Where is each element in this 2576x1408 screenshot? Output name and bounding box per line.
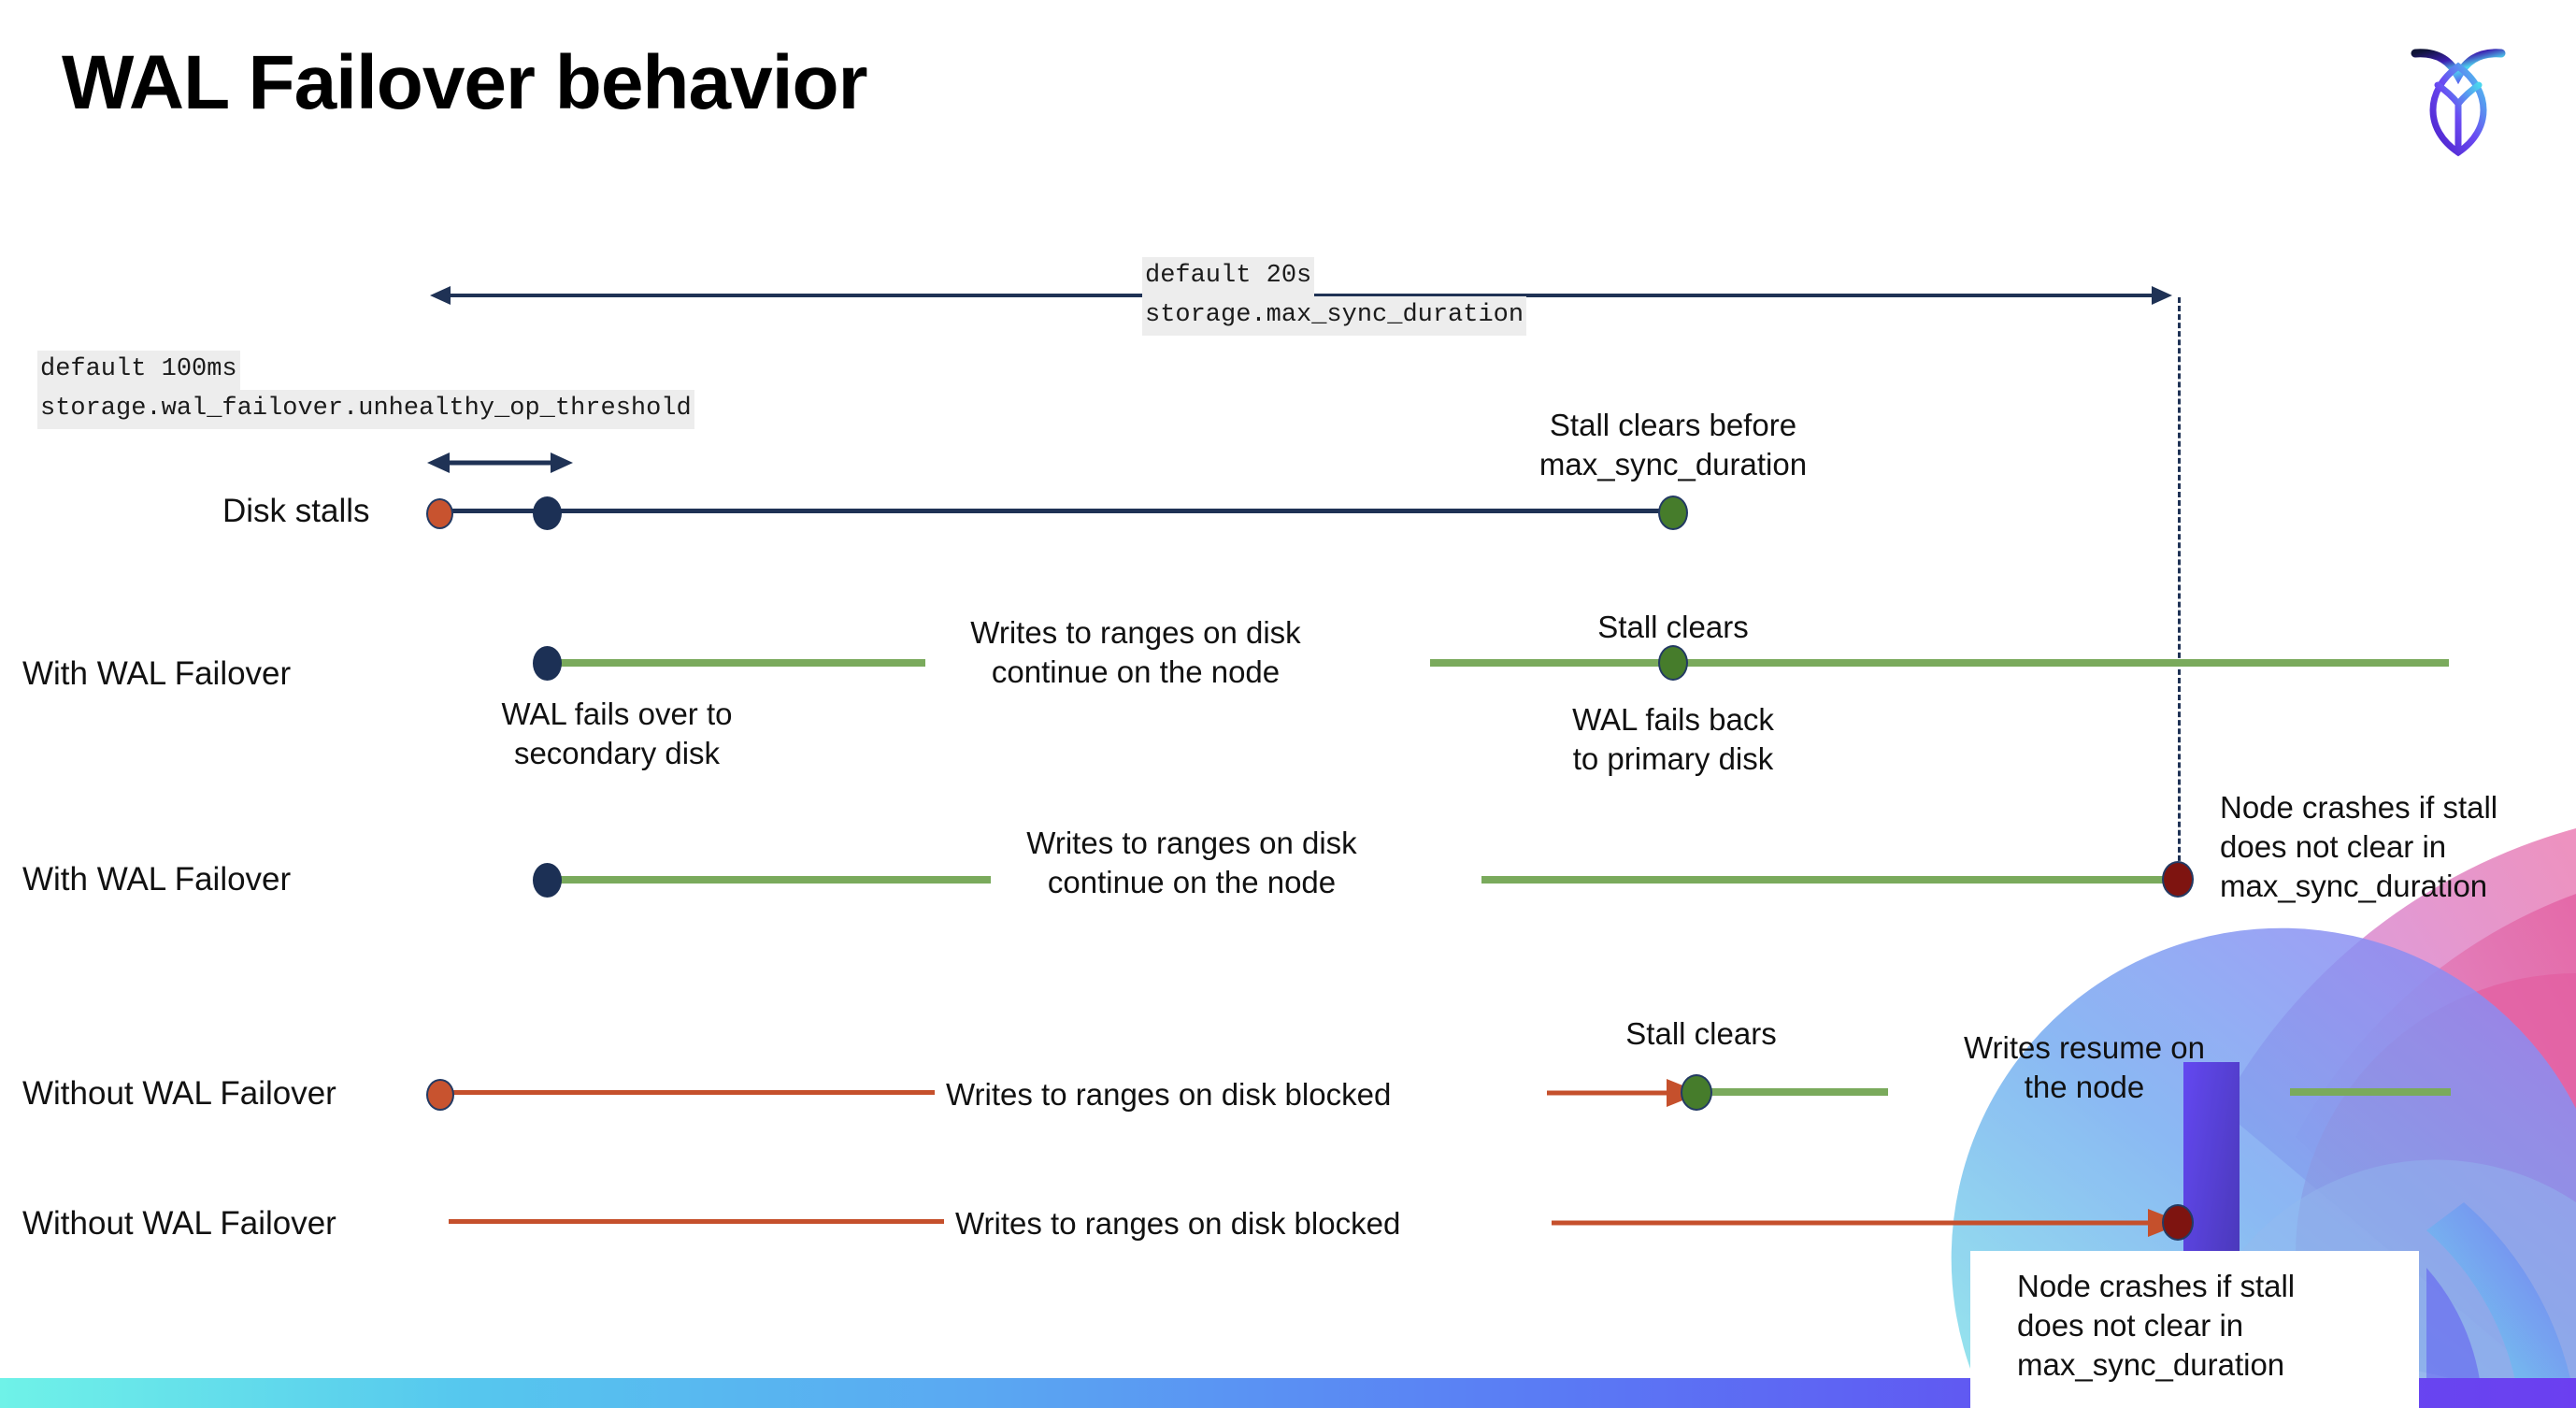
callout-wal-fails-over: WAL fails over to secondary disk (501, 697, 733, 771)
with-wal-failover-1-segment-a (551, 659, 925, 667)
disk-stalls-start-dot (426, 498, 453, 529)
callout-writes-continue-row2: Writes to ranges on disk continue on the… (970, 615, 1301, 690)
callout-stall-clears-row2: Stall clears (1597, 610, 1749, 644)
with-wal-failover-1-clear-dot (1658, 645, 1688, 681)
unhealthy-op-threshold-span-arrow (425, 451, 575, 475)
with-wal-failover-1-segment-b (1430, 659, 2449, 667)
without-wal-failover-1-start-dot (426, 1079, 454, 1111)
without-wal-failover-1-clear-dot (1681, 1074, 1712, 1111)
with-wal-failover-2-crash-dot (2162, 861, 2194, 898)
without-wal-failover-1-blocked-line-a (439, 1090, 935, 1095)
with-wal-failover-2-segment-b (1481, 876, 2178, 884)
with-wal-failover-2-segment-a (551, 876, 991, 884)
callout-wal-fails-back: WAL fails back to primary disk (1572, 702, 1774, 777)
max-sync-duration-guide-line (2178, 297, 2181, 886)
callout-node-crashes-row5: Node crashes if stall does not clear in … (2017, 1269, 2296, 1383)
disk-stalls-clear-dot (1658, 496, 1688, 530)
max-sync-duration-annotation: default 20s storage.max_sync_duration (1142, 257, 1527, 336)
callout-writes-resume-row4: Writes resume on the node (1964, 1030, 2205, 1105)
without-wal-failover-2-crash-dot (2162, 1204, 2194, 1241)
row-label-with-wal-failover-1: With WAL Failover (22, 655, 292, 692)
without-wal-failover-2-blocked-line-a (449, 1219, 944, 1224)
page-title: WAL Failover behavior (62, 40, 868, 125)
cockroachdb-logo-icon (2402, 33, 2514, 164)
max-sync-duration-setting: storage.max_sync_duration (1142, 295, 1527, 336)
without-wal-failover-1-resume-line-b (2290, 1088, 2451, 1096)
callout-node-crashes-row3: Node crashes if stall does not clear in … (2220, 790, 2498, 904)
unhealthy-op-threshold-annotation: default 100ms storage.wal_failover.unhea… (37, 351, 694, 429)
max-sync-duration-default: default 20s (1142, 257, 1315, 296)
with-wal-failover-2-failover-dot (533, 863, 562, 898)
without-wal-failover-2-blocked-arrow (1552, 1208, 2187, 1238)
disk-stalls-line (439, 509, 1675, 513)
callout-writes-blocked-row5: Writes to ranges on disk blocked (955, 1206, 1401, 1241)
unhealthy-op-threshold-setting: storage.wal_failover.unhealthy_op_thresh… (37, 389, 694, 429)
disk-stalls-threshold-dot (533, 496, 562, 530)
node-crashes-callout-box (1970, 1251, 2419, 1408)
row-label-disk-stalls: Disk stalls (222, 493, 370, 529)
callout-writes-blocked-row4: Writes to ranges on disk blocked (946, 1077, 1392, 1112)
callout-writes-continue-row3: Writes to ranges on disk continue on the… (1026, 826, 1357, 900)
callout-stall-clears-row4: Stall clears (1625, 1016, 1777, 1051)
row-label-without-wal-failover-1: Without WAL Failover (22, 1075, 336, 1112)
row-label-without-wal-failover-2: Without WAL Failover (22, 1205, 336, 1242)
without-wal-failover-1-resume-line-a (1709, 1088, 1888, 1096)
callout-stall-clears-before: Stall clears before max_sync_duration (1538, 408, 1808, 482)
row-label-with-wal-failover-2: With WAL Failover (22, 861, 292, 898)
with-wal-failover-1-failover-dot (533, 646, 562, 681)
unhealthy-op-threshold-default: default 100ms (37, 351, 240, 390)
